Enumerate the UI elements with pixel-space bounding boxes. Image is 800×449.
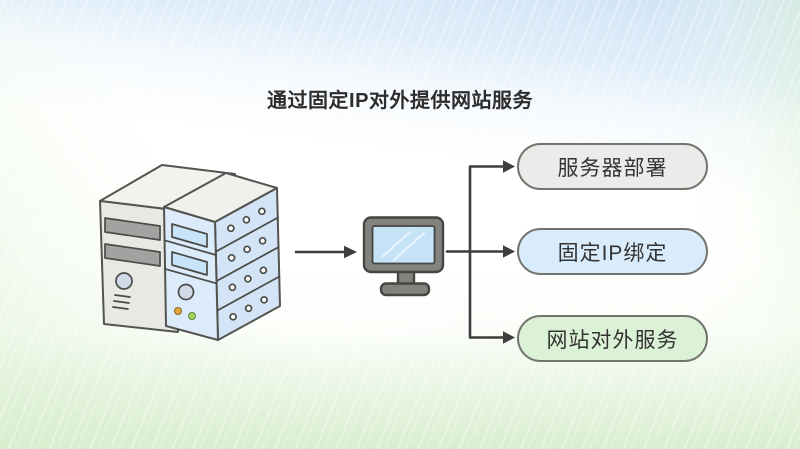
flow-step-website-external-service: 网站对外服务 <box>517 315 708 362</box>
flow-step-label: 服务器部署 <box>557 156 668 180</box>
diagram-title: 通过固定IP对外提供网站服务 <box>267 90 533 112</box>
server-tower-gray-icon <box>99 164 236 333</box>
server-rack-blue-icon <box>163 172 281 341</box>
flow-step-label: 网站对外服务 <box>546 328 679 352</box>
flow-step-fixed-ip-binding: 固定IP绑定 <box>517 228 708 275</box>
arrow-servers-to-monitor-icon <box>294 245 357 259</box>
desktop-monitor-icon <box>362 216 445 297</box>
branch-connector-lines <box>445 160 515 344</box>
flow-step-label: 固定IP绑定 <box>557 241 668 265</box>
flow-step-server-deployment: 服务器部署 <box>517 143 708 190</box>
